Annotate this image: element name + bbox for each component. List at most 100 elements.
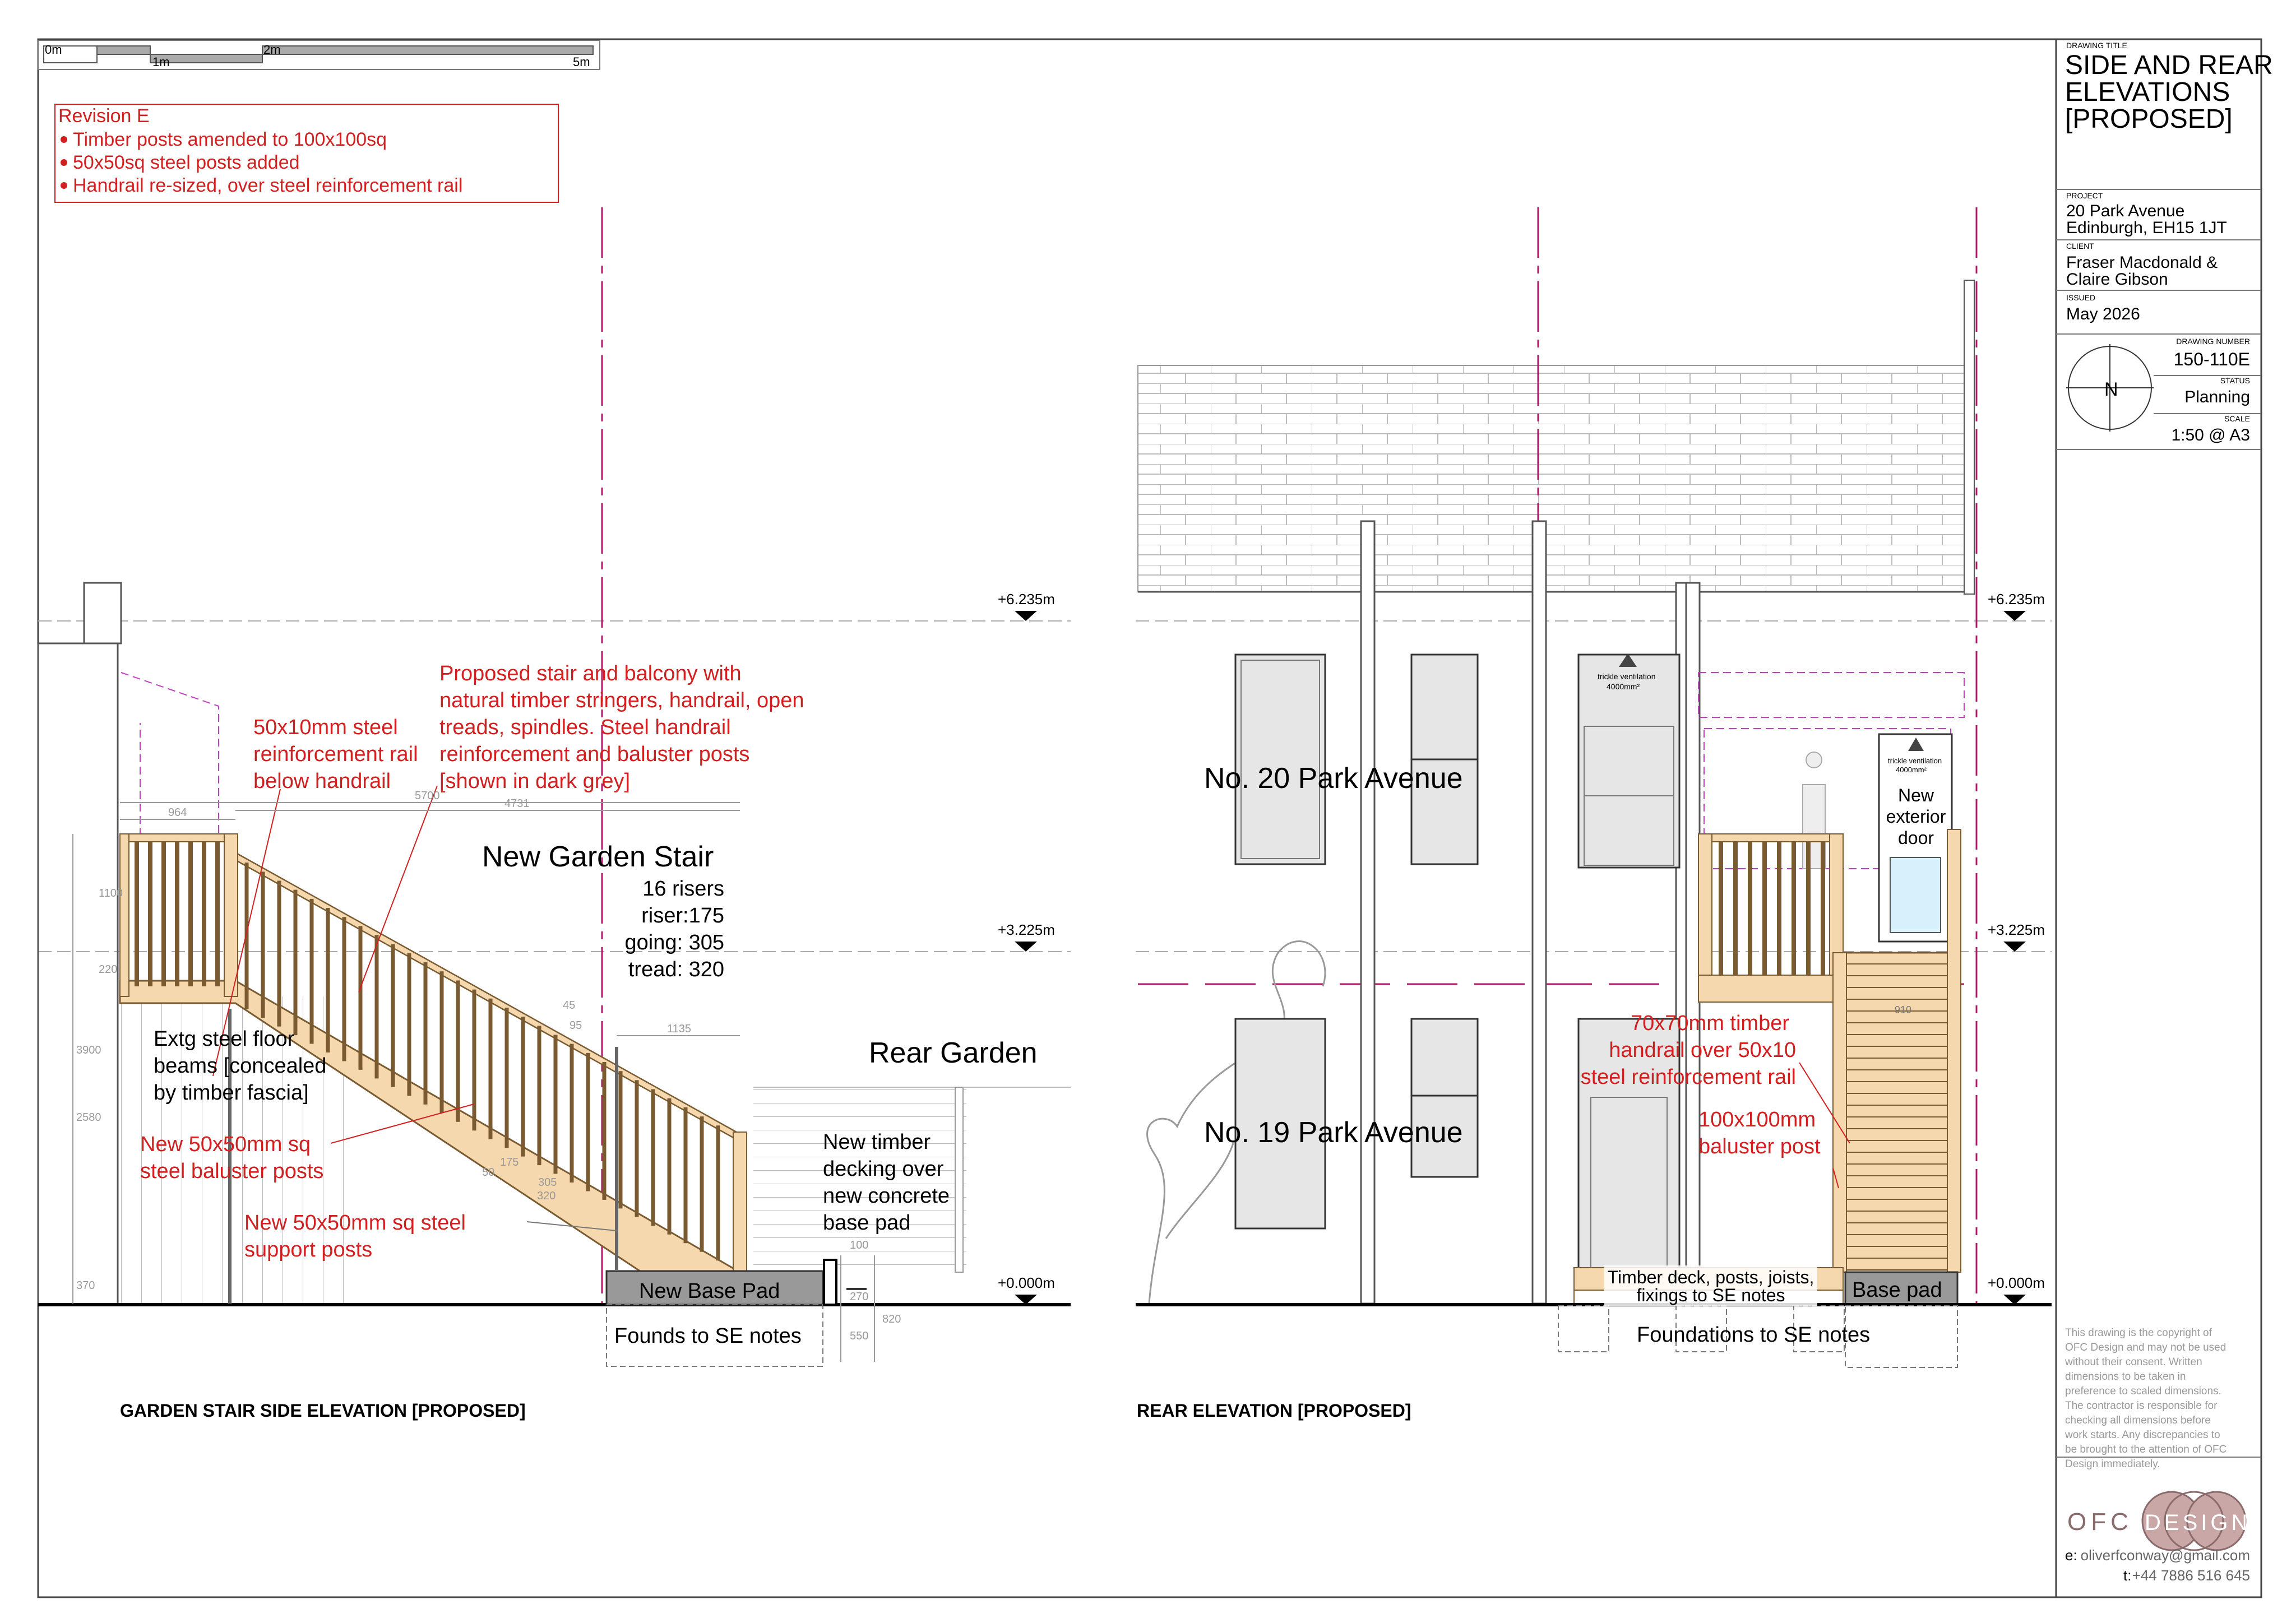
svg-text:New: New bbox=[1898, 785, 1934, 805]
level-lines: +6.235m +3.225m +0.000m +6.235m +3.225m … bbox=[38, 591, 2052, 1305]
dimension-label: 5700 bbox=[415, 790, 440, 802]
svg-text:steel reinforcement rail: steel reinforcement rail bbox=[1581, 1065, 1796, 1089]
ofc-design-logo: OFC DESIGN bbox=[2067, 1491, 2251, 1551]
svg-text:reinforcement and baluster pos: reinforcement and baluster posts bbox=[439, 743, 749, 766]
svg-text:door: door bbox=[1898, 828, 1934, 848]
title-block: DRAWING TITLE SIDE AND REAR ELEVATIONS [… bbox=[2055, 39, 2273, 1597]
svg-text:This drawing is the copyright: This drawing is the copyright of bbox=[2065, 1327, 2212, 1339]
side-caption: GARDEN STAIR SIDE ELEVATION [PROPOSED] bbox=[120, 1401, 526, 1421]
north-label: N bbox=[2104, 379, 2118, 400]
svg-text:handrail over 50x10: handrail over 50x10 bbox=[1609, 1038, 1796, 1062]
trickle-vent-area: 4000mm² bbox=[1607, 682, 1640, 691]
project-label: PROJECT bbox=[2066, 191, 2103, 200]
svg-text:DESIGN: DESIGN bbox=[2145, 1510, 2251, 1535]
stair-specs: 16 risers riser:175 going: 305 tread: 32… bbox=[625, 877, 725, 981]
support-note: New 50x50mm sq steel support posts bbox=[244, 1211, 466, 1262]
svg-text:base pad: base pad bbox=[823, 1211, 910, 1235]
level-top: +6.235m bbox=[998, 591, 1055, 608]
svg-text:riser:175: riser:175 bbox=[641, 904, 724, 928]
svg-text:below handrail: below handrail bbox=[253, 769, 391, 793]
trickle-vent-area: 4000mm² bbox=[1896, 766, 1927, 774]
svg-text:Proposed stair and balcony wit: Proposed stair and balcony with bbox=[439, 662, 742, 685]
revision-box: Revision E Timber posts amended to 100x1… bbox=[54, 104, 559, 203]
svg-text:support posts: support posts bbox=[244, 1238, 372, 1262]
svg-text:OFC: OFC bbox=[2067, 1508, 2133, 1536]
decking-note: New timber decking over new concrete bas… bbox=[823, 1130, 950, 1235]
dimension-label: 4731 bbox=[504, 797, 530, 810]
scale-label: SCALE bbox=[2224, 414, 2250, 423]
svg-text:by timber fascia]: by timber fascia] bbox=[154, 1081, 309, 1105]
dimension-label: 2580 bbox=[76, 1111, 101, 1124]
svg-text:New timber: New timber bbox=[823, 1130, 931, 1154]
dimension-label: 1135 bbox=[667, 1023, 691, 1035]
dimension-label: 820 bbox=[882, 1313, 901, 1325]
svg-text:OFC Design and may not be used: OFC Design and may not be used bbox=[2065, 1342, 2226, 1353]
trickle-vent-label: trickle ventilation bbox=[1888, 757, 1942, 765]
beams-note: Extg steel floor beams [concealed by tim… bbox=[154, 1027, 326, 1105]
level-ground: +0.000m bbox=[998, 1274, 1055, 1291]
window bbox=[1410, 1018, 1479, 1178]
base-pad-label: Base pad bbox=[1852, 1278, 1942, 1302]
issued-label: ISSUED bbox=[2066, 293, 2095, 302]
email-prefix: e: bbox=[2065, 1547, 2077, 1564]
svg-text:reinforcement rail: reinforcement rail bbox=[253, 743, 418, 766]
side-elevation: 9645700473111002203900258037011354595305… bbox=[37, 207, 1071, 1421]
dimension-label: 370 bbox=[76, 1279, 95, 1292]
copyright-note: This drawing is the copyright of OFC Des… bbox=[2064, 1327, 2226, 1470]
project-line: Edinburgh, EH15 1JT bbox=[2066, 219, 2227, 237]
new-base-pad bbox=[605, 1270, 824, 1306]
svg-text:16 risers: 16 risers bbox=[642, 877, 724, 901]
revision-item: Handrail re-sized, over steel reinforcem… bbox=[73, 175, 462, 196]
proposed-stair-note: Proposed stair and balcony with natural … bbox=[439, 662, 804, 793]
dimension-label: 270 bbox=[850, 1291, 868, 1303]
drawing-number-label: DRAWING NUMBER bbox=[2176, 337, 2250, 346]
dimension-label: 95 bbox=[570, 1019, 582, 1032]
svg-text:decking over: decking over bbox=[823, 1157, 944, 1181]
dimension-label: 220 bbox=[99, 963, 117, 976]
client-label: CLIENT bbox=[2066, 242, 2094, 251]
drawing-title-label: DRAWING TITLE bbox=[2066, 41, 2127, 50]
balcony-post bbox=[119, 833, 129, 997]
garden-fence bbox=[753, 1087, 966, 1272]
balcony-post bbox=[224, 833, 238, 997]
svg-text:Timber deck, posts, joists,: Timber deck, posts, joists, bbox=[1608, 1267, 1814, 1287]
rear-base-pad bbox=[1844, 1271, 1959, 1306]
dimension-label: 550 bbox=[850, 1330, 868, 1342]
dimension-label: 1100 bbox=[99, 887, 123, 899]
scale-5m: 5m bbox=[573, 55, 590, 69]
svg-text:dimensions to be taken in: dimensions to be taken in bbox=[2065, 1371, 2186, 1383]
revision-item: Timber posts amended to 100x100sq bbox=[73, 129, 387, 150]
svg-text:exterior: exterior bbox=[1886, 806, 1946, 827]
status-label: STATUS bbox=[2220, 376, 2250, 385]
stair-title: New Garden Stair bbox=[482, 841, 714, 873]
rear-garden-label: Rear Garden bbox=[869, 1037, 1038, 1069]
foundations-note: Foundations to SE notes bbox=[1637, 1323, 1870, 1347]
dimension-label: 305 bbox=[538, 1176, 557, 1189]
status-value: Planning bbox=[2184, 388, 2250, 406]
svg-text:Design immediately.: Design immediately. bbox=[2065, 1458, 2160, 1470]
svg-text:New 50x50mm sq: New 50x50mm sq bbox=[140, 1133, 311, 1156]
svg-text:work starts. Any discrepancies: work starts. Any discrepancies to bbox=[2064, 1429, 2220, 1441]
rail-note: 50x10mm steel reinforcement rail below h… bbox=[253, 716, 418, 793]
scale-bar: 0m 1m 2m 5m bbox=[38, 40, 600, 70]
svg-text:checking all dimensions before: checking all dimensions before bbox=[2065, 1415, 2211, 1426]
dimension-label: 45 bbox=[563, 999, 575, 1012]
dimension-label: 175 bbox=[500, 1156, 519, 1168]
project-line: 20 Park Avenue bbox=[2066, 202, 2184, 220]
svg-text:new concrete: new concrete bbox=[823, 1184, 950, 1208]
svg-text:New 50x50mm sq steel: New 50x50mm sq steel bbox=[244, 1211, 466, 1235]
drawing-title: [PROPOSED] bbox=[2065, 104, 2233, 134]
drawing-title: ELEVATIONS bbox=[2065, 77, 2230, 107]
post-note: 100x100mm baluster post bbox=[1698, 1108, 1821, 1158]
scale-value: 1:50 @ A3 bbox=[2171, 426, 2250, 444]
svg-text:Extg steel floor: Extg steel floor bbox=[154, 1027, 295, 1051]
new-door-label: New exterior door bbox=[1886, 785, 1946, 848]
dimension-label: 50 bbox=[482, 1166, 494, 1179]
issued-value: May 2026 bbox=[2066, 305, 2140, 323]
window bbox=[1234, 1018, 1326, 1230]
trickle-vent-label: trickle ventilation bbox=[1598, 672, 1656, 681]
base-pad-label: New Base Pad bbox=[639, 1279, 780, 1303]
no19-label: No. 19 Park Avenue bbox=[1204, 1116, 1463, 1149]
svg-text:50x10mm steel: 50x10mm steel bbox=[253, 716, 398, 739]
